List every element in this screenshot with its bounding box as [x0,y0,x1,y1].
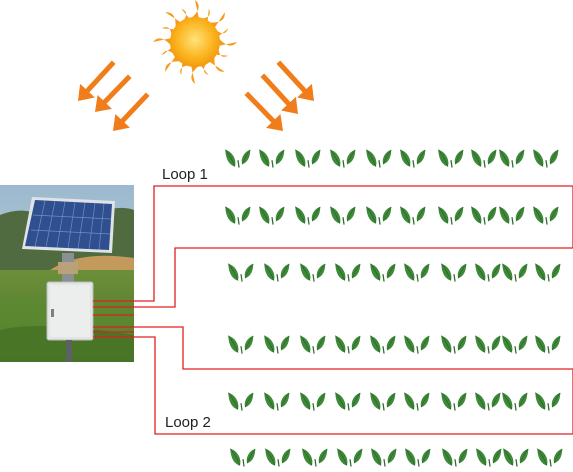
plant-leaf-icon [475,393,500,411]
sun-ray [180,62,190,76]
plant-leaf-icon [337,449,362,467]
plant-leaf-icon [533,150,558,168]
sun-ray [191,65,199,84]
plant-leaf-icon [475,336,500,354]
plant-leaf-icon [441,264,466,282]
plant-leaf-icon [499,150,524,168]
sun-ray [218,38,237,46]
plant-leaf-icon [502,393,527,411]
sun-ray [165,56,181,72]
solar-station-photo [0,185,134,362]
plant-leaf-icon [259,150,284,168]
sunlight-arrow-icon [95,74,132,112]
plant-leaf-icon [438,150,463,168]
loop-2-wire [93,314,573,435]
plant-leaf-icon [264,336,289,354]
plant-leaf-icon [405,449,430,467]
plant-leaf-icon [441,336,466,354]
plant-leaf-icon [225,150,250,168]
sunlight-arrow-icon [260,73,298,114]
plant-leaf-icon [471,207,496,225]
plant-leaf-icon [475,264,500,282]
plant-leaf-icon [400,150,425,168]
plant-leaf-icon [300,336,325,354]
controller-box-icon [46,281,94,362]
plant-leaf-icon [537,449,562,467]
plant-leaf-icon [499,207,524,225]
plant-leaf-icon [442,449,467,467]
sun-ray [215,47,229,57]
plant-leaf-icon [302,449,327,467]
sun-ray [165,12,181,28]
plant-leaf-icon [370,336,395,354]
loop-2-label: Loop 2 [165,414,211,431]
plant-leaf-icon [535,336,560,354]
plant-leaf-icon [228,393,253,411]
plant-leaf-icon [330,150,355,168]
sunlight-arrow-icon [78,60,116,101]
sun-icon [153,0,237,84]
plant-leaf-icon [370,264,395,282]
loop-1-wire [93,185,573,308]
plant-leaf-icon [502,264,527,282]
plant-leaf-icon [404,264,429,282]
sun-ray [161,27,175,37]
plant-leaf-icon [295,207,320,225]
plant-leaf-icon [535,264,560,282]
plant-leaf-icon [330,207,355,225]
sun-ray [153,38,172,46]
plant-leaf-icon [371,449,396,467]
plant-leaf-icon [438,207,463,225]
plant-leaf-icon [259,207,284,225]
plant-leaf-icon [335,264,360,282]
plant-leaf-icon [533,207,558,225]
plant-leaf-icon [502,336,527,354]
plant-leaf-icon [300,393,325,411]
plant-leaf-icon [471,150,496,168]
plant-leaf-icon [335,393,360,411]
plant-leaf-icon [265,449,290,467]
plant-leaf-icon [230,449,255,467]
plant-leaf-icon [228,336,253,354]
sun-ray [191,0,199,19]
sun-ray [209,56,225,72]
plant-leaf-icon [476,449,501,467]
plant-leaf-icon [404,336,429,354]
plant-leaf-icon [404,393,429,411]
plant-field [225,150,562,467]
plant-leaf-icon [503,449,528,467]
plant-leaf-icon [400,207,425,225]
plant-leaf-icon [300,264,325,282]
plant-leaf-icon [370,393,395,411]
sunlight-arrow-icon [113,92,150,131]
plant-leaf-icon [535,393,560,411]
sun-ray [209,12,225,28]
sunlight-arrow-icon [244,91,283,131]
sunlight-arrow-icon [276,60,314,101]
plant-leaf-icon [264,393,289,411]
plant-leaf-icon [295,150,320,168]
plant-leaf-icon [264,264,289,282]
plant-leaf-icon [335,336,360,354]
loop-1-label: Loop 1 [162,166,208,183]
plant-leaf-icon [228,264,253,282]
plant-leaf-icon [225,207,250,225]
sunlight-arrows-left [78,60,150,131]
plant-leaf-icon [366,150,391,168]
sunlight-arrows-right [244,60,314,131]
sun-ray [200,8,210,22]
plant-leaf-icon [441,393,466,411]
solar-panel-icon [22,197,115,283]
plant-leaf-icon [366,207,391,225]
sun-disc [170,17,220,67]
